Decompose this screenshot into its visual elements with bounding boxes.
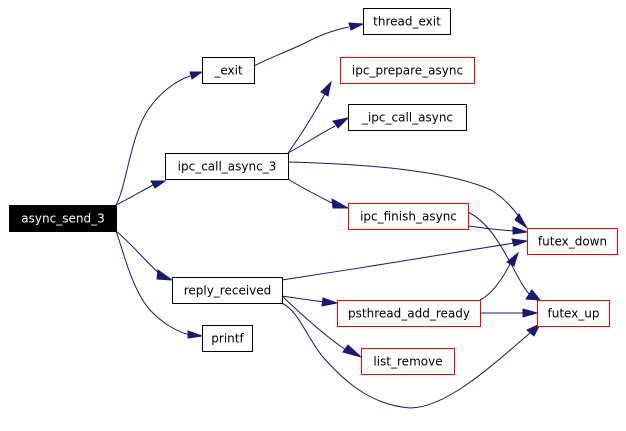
- edge-async-send-3-to-reply-received: [115, 230, 174, 281]
- node-label: printf: [211, 332, 244, 346]
- edge-line: [287, 93, 326, 154]
- edge-ipc-call-async-3-to-ipc-prepare-async: [287, 80, 332, 154]
- edge-arrowhead: [332, 117, 350, 129]
- nodes-layer: async_send_3 _exit thread_exit ipc_prepare_…: [9, 8, 618, 375]
- node-futex-down[interactable]: futex_down: [527, 228, 618, 255]
- edge-line: [467, 225, 515, 232]
- edge-async-send-3-to--exit: [115, 71, 204, 206]
- edge-line: [281, 295, 347, 351]
- edge-reply-received-to-psthread-add-ready: [281, 295, 339, 307]
- node-label: futex_up: [547, 307, 599, 321]
- node-label: psthread_add_ready: [348, 307, 470, 321]
- edge-arrowhead: [320, 80, 332, 97]
- node-ipc-finish-async[interactable]: ipc_finish_async: [348, 203, 469, 230]
- edge-ipc-finish-async-to-futex-down: [467, 225, 528, 235]
- edge-ipc-finish-async-to-futex-up: [467, 211, 542, 301]
- edge-ipc-call-async-3-to--ipc-call-async: [287, 117, 350, 154]
- node-label: futex_down: [538, 235, 607, 249]
- node-label: ipc_finish_async: [360, 210, 457, 224]
- edge-arrowhead: [187, 330, 203, 339]
- edges-layer: [115, 22, 542, 409]
- edge--exit-to-thread-exit: [253, 22, 365, 67]
- node-label: _exit: [213, 64, 243, 78]
- node-psthread-add-ready[interactable]: psthread_add_ready: [337, 300, 481, 327]
- node-box: [361, 348, 455, 375]
- node-label: async_send_3: [21, 212, 104, 226]
- node-label: ipc_prepare_async: [352, 64, 463, 78]
- edge-psthread-add-ready-to-futex-down: [479, 251, 519, 301]
- node-label: ipc_call_async_3: [178, 160, 277, 174]
- node-label: _ipc_call_async: [361, 111, 453, 125]
- node-box: [337, 300, 481, 327]
- node-box: [202, 325, 253, 352]
- node-box: [9, 205, 117, 232]
- edge-psthread-add-ready-to-futex-up: [480, 308, 539, 318]
- edge-ipc-call-async-3-to-futex-down: [287, 161, 528, 229]
- edge-arrowhead: [522, 308, 539, 318]
- node-box: [527, 228, 618, 255]
- edge-ipc-call-async-3-to-ipc-finish-async: [287, 178, 350, 209]
- node-box: [340, 57, 475, 84]
- edge-arrowhead: [525, 289, 542, 301]
- node-ipc-call-async-3[interactable]: ipc_call_async_3: [165, 153, 289, 180]
- edge-line: [287, 178, 335, 205]
- node-box: [202, 57, 255, 84]
- edge-arrowhead: [189, 71, 204, 80]
- node-label: list_remove: [373, 355, 442, 369]
- node-label: thread_exit: [373, 15, 441, 29]
- node-box: [363, 8, 451, 35]
- edge-arrowhead: [342, 344, 362, 358]
- edge-line: [287, 125, 336, 154]
- node-label: reply_received: [184, 284, 272, 298]
- edge-reply-received-to-list-remove: [281, 295, 362, 358]
- edge-async-send-3-to-ipc-call-async-3: [115, 180, 167, 206]
- node-box: [348, 104, 467, 131]
- node-printf[interactable]: printf: [202, 325, 253, 352]
- node-reply-received[interactable]: reply_received: [172, 277, 283, 304]
- edge-line: [281, 302, 531, 409]
- edge-line: [253, 26, 350, 67]
- edge-async-send-3-to-printf: [115, 230, 203, 339]
- node-async-send-3: async_send_3: [9, 205, 117, 232]
- edge-arrowhead: [514, 213, 528, 229]
- node--ipc-call-async[interactable]: _ipc_call_async: [348, 104, 467, 131]
- node-ipc-prepare-async[interactable]: ipc_prepare_async: [340, 57, 475, 84]
- node-thread-exit[interactable]: thread_exit: [363, 8, 451, 35]
- node-futex-up[interactable]: futex_up: [537, 300, 610, 327]
- edge-arrowhead: [506, 251, 519, 267]
- edge-arrowhead: [321, 297, 339, 307]
- node-box: [537, 300, 610, 327]
- edge-line: [281, 242, 515, 281]
- node-box: [172, 277, 283, 304]
- edge-arrowhead: [331, 198, 350, 209]
- edge-arrowhead: [512, 226, 528, 235]
- node-list-remove[interactable]: list_remove: [361, 348, 455, 375]
- edge-reply-received-to-futex-down: [281, 238, 528, 281]
- edge-arrowhead: [526, 322, 542, 337]
- edge-line: [115, 230, 162, 276]
- node-box: [165, 153, 289, 180]
- edge-line: [115, 75, 191, 206]
- edge-arrowhead: [156, 269, 174, 281]
- edge-line: [479, 261, 512, 301]
- edge-line: [287, 161, 521, 219]
- edge-line: [115, 230, 191, 336]
- edge-reply-received-to-futex-up: [281, 302, 542, 409]
- node--exit[interactable]: _exit: [202, 57, 255, 84]
- edge-line: [115, 184, 154, 206]
- edge-line: [281, 295, 325, 303]
- edge-arrowhead: [150, 180, 167, 189]
- node-box: [348, 203, 469, 230]
- edge-arrowhead: [511, 238, 528, 247]
- edge-arrowhead: [348, 22, 365, 31]
